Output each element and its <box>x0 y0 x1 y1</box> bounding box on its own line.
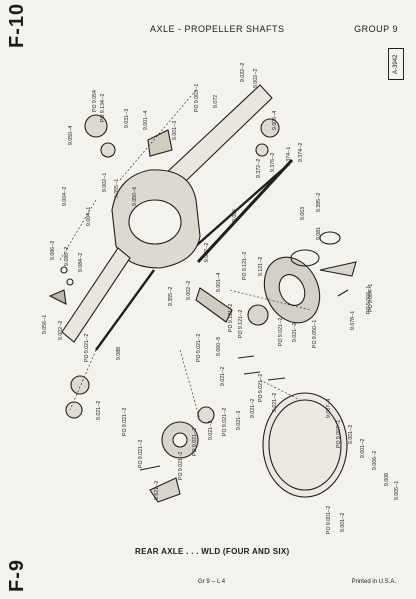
part-label: 9.021--2 <box>272 393 278 412</box>
part-label: 9.004--2 <box>62 187 68 206</box>
footer-code: Gr 9 -- L 4 <box>198 579 226 585</box>
part-label: 9.001--4 <box>143 111 149 130</box>
housing-opening <box>128 199 182 245</box>
part-label: 9.002--2 <box>58 321 64 340</box>
part-label: 9.050--6 <box>132 187 138 206</box>
part-label: 9.056--1 <box>42 315 48 334</box>
part-label: 9.021--2 <box>208 421 214 440</box>
part-label: 9.021--2 <box>220 367 226 386</box>
part-label: 9.121--2 <box>258 257 264 276</box>
part-label: 9.374--2 <box>298 143 304 162</box>
part-label: PO 9.021--2 <box>192 428 198 456</box>
part-label: 9.021--2 <box>154 481 160 500</box>
part-label: 9.086 <box>232 209 238 222</box>
diagram-caption: REAR AXLE . . . WLD (FOUR AND SIX) <box>135 547 290 556</box>
propeller-shaft <box>196 158 294 264</box>
bearing <box>197 406 215 424</box>
part-label: 9.021--2 <box>250 399 256 418</box>
part-label: 9.001--3 <box>172 121 178 140</box>
part-label: 9.001--4 <box>216 273 222 292</box>
part-label: 9.021--3 <box>236 411 242 430</box>
left-bearing <box>70 375 90 395</box>
part-label: 9.374--1 <box>286 147 292 166</box>
part-label: 9.081 <box>316 227 322 240</box>
part-label: PO 9.021--2 <box>222 408 228 436</box>
part-label: 9.021--2 <box>292 323 298 342</box>
part-label: 9.022--2 <box>240 63 246 82</box>
part-label: PO 9.021--2 <box>122 408 128 436</box>
part-label: PO 9.001--2 <box>326 506 332 534</box>
part-label: 9.395--2 <box>316 193 322 212</box>
seal-ring <box>319 231 341 245</box>
part-label: 9.063 <box>300 207 306 220</box>
part-label: 9.008 <box>384 473 390 486</box>
upper-flange <box>84 114 108 138</box>
part-label: 9.072 <box>213 95 219 108</box>
axle-tube-lower <box>61 247 131 343</box>
bolt <box>337 289 349 297</box>
part-label: 9.031--3 <box>124 109 130 128</box>
part-label: 9.372--2 <box>256 159 262 178</box>
part-label: PO 9.004--1 <box>368 284 374 312</box>
axle-shaft-lower <box>95 269 155 351</box>
part-label: PO 9.121--2 <box>228 304 234 332</box>
part-label: PO 9.021--2 <box>258 374 264 402</box>
part-label: 9.005--1 <box>394 481 400 500</box>
part-label: PO 9.021--2 <box>138 440 144 468</box>
part-label: 9.088 <box>116 347 122 360</box>
part-label: PO 9.121--2 <box>238 310 244 338</box>
pinion-gear <box>195 287 233 323</box>
part-label: 9.002--1 <box>102 173 108 192</box>
part-label: 9.021--2 <box>96 401 102 420</box>
part-label: 9.376--2 <box>270 153 276 172</box>
part-label: PO 9.007--1 <box>336 420 342 448</box>
left-cap <box>48 289 67 305</box>
part-label: 9.088--2 <box>64 247 70 266</box>
right-upper-bearing <box>260 118 280 138</box>
part-label: PO 9.134--2 <box>100 94 106 122</box>
part-labels: 9.050--4 PO 9.134--2 PO 9.054 9.031--3 9… <box>42 63 400 534</box>
part-label: 9.050--4 <box>68 126 74 145</box>
part-label: 9.355--2 <box>168 287 174 306</box>
part-label: 9.057--2 <box>204 243 210 262</box>
part-label: PO 9.021--2 <box>84 334 90 362</box>
part-label: PO 9.003--1 <box>194 84 200 112</box>
cover-plate <box>262 392 348 498</box>
part-label: 9.078--1 <box>350 311 356 330</box>
part-label: PO 9.050--1 <box>312 320 318 348</box>
part-label: 9.002--2 <box>186 281 192 300</box>
part-label: 9.006--2 <box>372 451 378 470</box>
part-label: PO 9.021--2 <box>196 334 202 362</box>
part-label: 9.004--1 <box>86 207 92 226</box>
part-label: PO 9.021--2 <box>178 452 184 480</box>
part-label: 9.084--2 <box>78 253 84 272</box>
part-label: 9.007--4 <box>326 399 332 418</box>
part-label: 9.001--2 <box>348 425 354 444</box>
part-label: 9.002--2 <box>253 69 259 88</box>
page-code-bottom: F-9 <box>6 559 28 592</box>
part-label: 9.006--4 <box>272 111 278 130</box>
part-label: PO 9.054 <box>92 90 98 112</box>
differential-case <box>247 304 269 326</box>
part-label: PO 9.121--2 <box>242 252 248 280</box>
part-label: PO 9.003--1 <box>366 286 372 314</box>
part-label: PO 9.021--2 <box>278 318 284 346</box>
part-label: 9.001--2 <box>340 513 346 532</box>
group-label: GROUP 9 <box>354 24 398 34</box>
bracket <box>319 261 357 277</box>
part-label: 9.055--1 <box>114 179 120 198</box>
part-label: 9.001--2 <box>360 439 366 458</box>
page-title: AXLE - PROPELLER SHAFTS <box>150 24 285 34</box>
boot <box>147 129 173 157</box>
bottom-bracket <box>149 477 181 503</box>
part-label: 9.086--2 <box>50 241 56 260</box>
part-label: 9.060--5 <box>216 337 222 356</box>
printed-note: Printed in U.S.A. <box>351 579 396 585</box>
